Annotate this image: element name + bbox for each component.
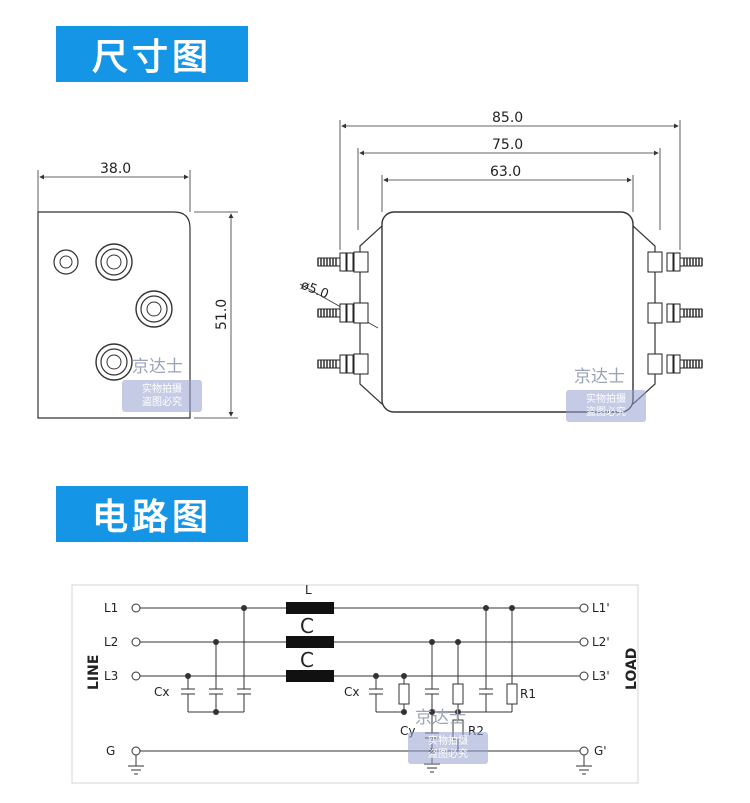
inductor-mark-2: C (300, 648, 314, 672)
watermark-line2: 盗图必究 (428, 749, 468, 760)
output-l2: L2' (592, 635, 610, 649)
dimension-drawing: 38.0 51.0 85.0 75.0 63.0 ø5.0 (37, 110, 703, 419)
mount-length-label: 75.0 (492, 137, 523, 153)
hole-diameter-label: ø5.0 (299, 278, 331, 303)
inductor-mark-1: C (300, 614, 314, 638)
line-side-label: LINE (86, 655, 102, 690)
cx-right-label: Cx (344, 685, 359, 699)
side-height-label: 51.0 (214, 299, 230, 330)
watermark-line2: 盗图必究 (586, 407, 626, 418)
circuit-diagram: L1 L2 L3 G L1' L2' L3' G' L Cx Cx Cy R1 … (71, 583, 640, 784)
watermark-line1: 实物拍摄 (586, 394, 626, 405)
ground-in: G (106, 744, 115, 758)
circuit-diagram-heading: 电路图 (56, 486, 248, 542)
inductor-label: L (305, 583, 312, 597)
input-l2: L2 (104, 635, 118, 649)
choke-windings (286, 602, 334, 682)
cx-left-label: Cx (154, 685, 169, 699)
watermark-box-1: 实物拍摄 盗图必究 (122, 380, 202, 412)
watermark-brand-1: 京达士 (132, 357, 183, 377)
output-l1: L1' (592, 601, 610, 615)
ground-out: G' (594, 744, 607, 758)
side-width-label: 38.0 (100, 161, 131, 177)
watermark-brand-2: 京达士 (574, 367, 625, 387)
r1-label: R1 (520, 687, 536, 701)
watermark-line1: 实物拍摄 (428, 736, 468, 747)
side-view (37, 170, 238, 419)
output-l3: L3' (592, 669, 610, 683)
dimension-drawing-heading: 尺寸图 (56, 26, 248, 82)
load-side-label: LOAD (624, 648, 640, 690)
watermark-brand-3: 京达士 (415, 708, 466, 728)
overall-length-label: 85.0 (492, 110, 523, 126)
input-l1: L1 (104, 601, 118, 615)
watermark-line1: 实物拍摄 (142, 384, 182, 395)
watermark-box-2: 实物拍摄 盗图必究 (566, 390, 646, 422)
input-l3: L3 (104, 669, 118, 683)
watermark-box-3: 实物拍摄 盗图必究 (408, 732, 488, 764)
terminal-studs (317, 251, 703, 375)
body-length-label: 63.0 (490, 164, 521, 180)
watermark-line2: 盗图必究 (142, 397, 182, 408)
